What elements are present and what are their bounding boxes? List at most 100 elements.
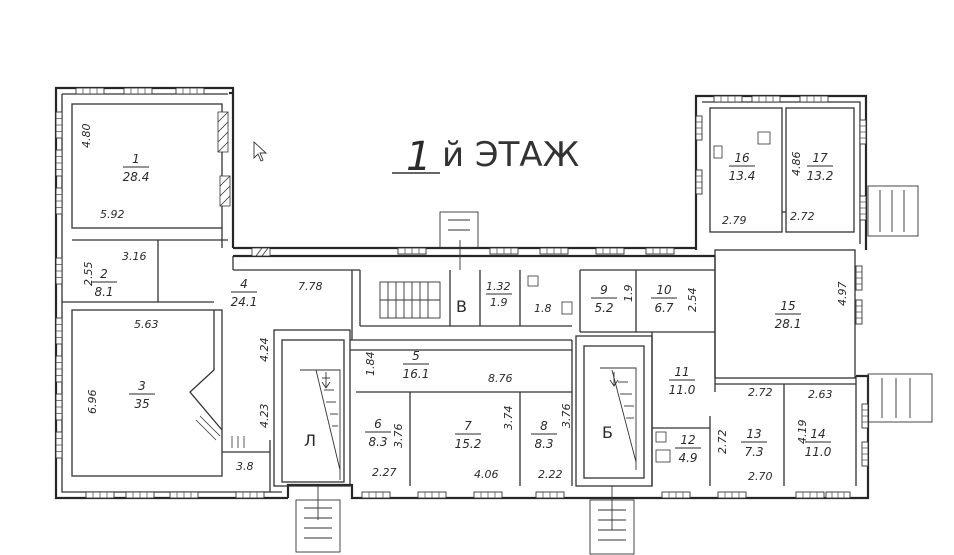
dim-4-24: 4.24: [258, 338, 271, 363]
room-18-area: 1.8: [534, 302, 552, 315]
room-number: 11: [674, 365, 689, 379]
dim-6-96: 6.96: [86, 390, 99, 415]
room-number: 15: [780, 299, 795, 313]
stair-b: [600, 367, 637, 470]
room-label-8: 88.3: [531, 419, 557, 451]
dim-3-76-b: 3.76: [560, 404, 573, 429]
room-label-2: 28.1: [91, 267, 117, 299]
room-area: 15.2: [455, 437, 482, 451]
dim-4-86: 4.86: [790, 152, 803, 177]
room-area: 28.1: [775, 317, 802, 331]
room-number: 13: [746, 427, 761, 441]
interior-walls: [62, 103, 857, 492]
room-area: 7.3: [744, 445, 763, 459]
dim-2-54: 2.54: [686, 288, 699, 313]
room-number: 14: [810, 427, 825, 441]
stair-b-label: Б: [602, 423, 613, 442]
room-b-area: 1.9: [490, 296, 508, 309]
room-number: 16: [734, 151, 750, 165]
room-number: 4: [240, 277, 248, 291]
room-area: 11.0: [669, 383, 696, 397]
room-area: 13.4: [729, 169, 756, 183]
dim-5-63: 5.63: [134, 318, 159, 331]
room-label-11: 11 11.0: [669, 365, 696, 397]
room-label-12: 124.9: [675, 433, 701, 465]
floor-title: 1 й ЭТАЖ: [392, 134, 579, 180]
dim-2-55: 2.55: [82, 262, 95, 287]
room-number: 5: [412, 349, 420, 363]
dim-8-76: 8.76: [488, 372, 513, 385]
room-area: 8.3: [534, 437, 553, 451]
fixtures: [527, 131, 771, 463]
dim-3-74: 3.74: [502, 406, 515, 431]
dim-2-72-c: 2.72: [716, 430, 729, 455]
dim-2-27: 2.27: [372, 466, 397, 479]
dim-5-92: 5.92: [100, 208, 125, 221]
room-number: 7: [464, 419, 472, 433]
stair-a: [300, 369, 341, 480]
room-area: 35: [134, 397, 149, 411]
room-number: 10: [656, 283, 672, 297]
dim-2-72-b: 2.72: [748, 386, 773, 399]
room-label-4: 424.1: [231, 277, 258, 309]
room-label-9: 95.2: [591, 283, 617, 315]
room-area: 24.1: [231, 295, 258, 309]
dim-2-72-a: 2.72: [790, 210, 815, 223]
room-label-7: 715.2: [455, 419, 482, 451]
dim-3-16: 3.16: [122, 250, 147, 263]
dim-4-23: 4.23: [258, 404, 271, 429]
room-area: 6.7: [654, 301, 673, 315]
room-label-15: 15 28.1: [775, 299, 802, 331]
dim-7-78: 7.78: [298, 280, 323, 293]
room-area: 5.2: [594, 301, 613, 315]
dim-4-06: 4.06: [474, 468, 499, 481]
dim-1-9: 1.9: [622, 285, 635, 303]
room-area: 13.2: [807, 169, 834, 183]
title-number: 1: [406, 134, 431, 180]
room-number: 9: [600, 283, 608, 297]
dim-3-76-a: 3.76: [392, 424, 405, 449]
room-label-5: 516.1: [403, 349, 430, 381]
room-label-3: 335: [129, 379, 155, 411]
room-number: 3: [138, 379, 146, 393]
entrance-steps: [295, 185, 933, 555]
dimension-labels: 4.80 5.92 2.55 3.16 5.63 6.96 7.78 4.24 …: [80, 124, 849, 484]
room-b-letter: B: [456, 297, 467, 316]
dim-2-63: 2.63: [808, 388, 833, 401]
room-label-16: 16 13.4: [729, 151, 756, 183]
room-area: 4.9: [678, 451, 697, 465]
room-b-label: B 1.32 1.9: [456, 280, 512, 316]
room-area: 28.4: [123, 170, 150, 184]
mouse-cursor-icon: [253, 140, 268, 162]
room-area: 8.1: [94, 285, 113, 299]
room-area: 16.1: [403, 367, 430, 381]
room-labels: 128.428.1335424.1516.168.3715.288.395.21…: [91, 151, 833, 465]
room-area: 8.3: [368, 435, 387, 449]
dim-1-84: 1.84: [364, 352, 377, 377]
room-b-dim: 1.32: [486, 280, 511, 293]
room-label-10: 106.7: [651, 283, 677, 315]
room-number: 12: [680, 433, 695, 447]
room-label-14: 14 11.0: [805, 427, 832, 459]
room-number: 1: [132, 152, 140, 166]
stair-a-label: Л: [304, 431, 316, 450]
dim-4-19: 4.19: [796, 420, 809, 445]
dim-2-70: 2.70: [748, 470, 773, 483]
hatched-walls: [195, 111, 271, 448]
dim-4-97: 4.97: [836, 282, 849, 307]
title-text: й ЭТАЖ: [442, 135, 579, 175]
windows: [55, 87, 869, 499]
room-label-6: 68.3: [365, 417, 391, 449]
room-label-1: 128.4: [123, 152, 150, 184]
room-number: 2: [100, 267, 108, 281]
room-label-17: 17 13.2: [807, 151, 834, 183]
room-number: 17: [812, 151, 828, 165]
room-area: 11.0: [805, 445, 832, 459]
dim-4-80: 4.80: [80, 124, 93, 149]
stairs-north: [379, 281, 441, 319]
dim-2-22: 2.22: [538, 468, 563, 481]
dim-3-8: 3.8: [236, 460, 254, 473]
dim-2-79: 2.79: [722, 214, 747, 227]
room-number: 6: [374, 417, 382, 431]
